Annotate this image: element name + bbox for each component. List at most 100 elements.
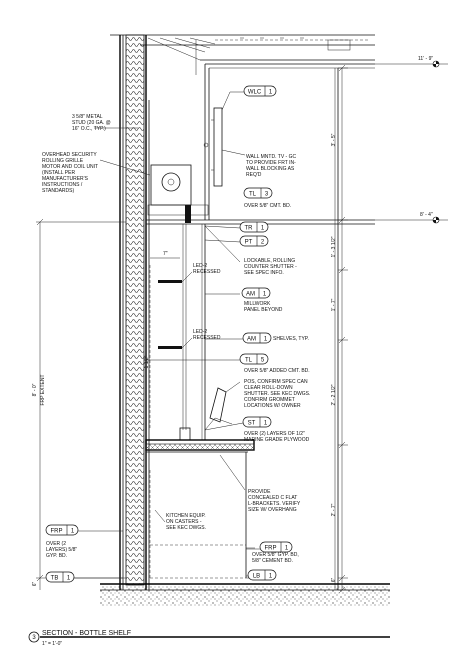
tag-frp-left: FRP 1 bbox=[45, 524, 79, 536]
note-line: MILLWORK bbox=[244, 301, 271, 307]
note-line: OVER 5/8" ADDED CMT. BD. bbox=[244, 368, 310, 374]
pos-counter bbox=[145, 387, 255, 578]
note-line: OVERHEAD SECURITY bbox=[42, 152, 97, 158]
tag-number: 1 bbox=[261, 226, 265, 232]
tag-outline bbox=[259, 541, 293, 553]
note-line: SEE SPEC INFO. bbox=[244, 270, 284, 276]
elevation-mid: 8' - 4" bbox=[375, 212, 448, 224]
note-line: OVER (2) LAYERS OF 1/2" bbox=[244, 431, 305, 437]
dimension-right: 3' - 5" 1' - 3 1/2" 1' - 7" 2' - 2 1/2" … bbox=[331, 64, 348, 594]
grille-motor bbox=[147, 164, 209, 223]
tag-outline bbox=[243, 85, 277, 97]
exterior-wall bbox=[119, 34, 150, 590]
tag-number: 1 bbox=[263, 292, 267, 298]
tag-code: FRP bbox=[51, 529, 63, 535]
tag-code: PT bbox=[245, 240, 253, 246]
note-cement: OVER 5/8" CMT. BD. bbox=[244, 203, 291, 209]
elevation-top-label: 11' - 9" bbox=[418, 56, 433, 62]
dim-d1: 3' - 5" bbox=[331, 133, 337, 146]
note-line: RECESSED bbox=[193, 269, 221, 275]
elevation-top: 11' - 9" bbox=[375, 56, 448, 68]
tag-code: AM bbox=[247, 337, 256, 343]
tag-outline bbox=[45, 571, 75, 583]
note-line: (INSTALL PER bbox=[42, 170, 75, 176]
tag-outline bbox=[45, 524, 79, 536]
note-shelves: SHELVES, TYP. bbox=[273, 336, 309, 342]
note-line: CONFIRM GROMMET bbox=[244, 397, 295, 403]
note-line: WALL MNTD. TV - GC bbox=[246, 154, 296, 160]
note-line: GYP. BD. bbox=[46, 553, 67, 559]
dim-seven: 7" bbox=[163, 251, 168, 257]
note-line: LOCKABLE, ROLLING bbox=[244, 258, 295, 264]
tag-code: TL bbox=[245, 358, 253, 364]
tag-number: 1 bbox=[264, 421, 268, 427]
leaders bbox=[70, 91, 260, 579]
note-line: PANEL BEYOND bbox=[244, 307, 283, 313]
tag-number: 1 bbox=[71, 529, 75, 535]
tag-outline bbox=[247, 569, 277, 581]
dim-tick bbox=[338, 574, 348, 582]
tag-code: WLC bbox=[248, 90, 262, 96]
note-line: OVER (2 bbox=[46, 541, 66, 547]
tag-number: 1 bbox=[269, 574, 273, 580]
title-number: 3 bbox=[32, 635, 36, 641]
note-line: L-BRACKETS. VERIFY bbox=[248, 501, 301, 507]
note-line: WALL BLOCKING AS bbox=[246, 166, 295, 172]
note-line: LED-2 bbox=[193, 263, 207, 269]
note-line: RECESSED bbox=[193, 335, 221, 341]
note-line: SHELVES, TYP. bbox=[273, 336, 309, 342]
note-kitchen: KITCHEN EQUIP.ON CASTERS -SEE KEC DWGS. bbox=[166, 513, 206, 531]
tag-outline bbox=[242, 332, 272, 344]
note-added: OVER 5/8" ADDED CMT. BD. bbox=[244, 368, 310, 374]
tag-tr-1: TR 1 bbox=[239, 221, 269, 233]
dim-base: 6" bbox=[32, 582, 38, 587]
tag-outline bbox=[242, 416, 272, 428]
note-line: ROLLING GRILLE bbox=[42, 158, 84, 164]
note-line: CONCEALED C FLAT bbox=[248, 495, 297, 501]
right-wall bbox=[334, 68, 339, 590]
note-line: SIZE W/ OVERHANG bbox=[248, 507, 297, 513]
title-block: 3 SECTION - BOTTLE SHELF 1" = 1'-0" bbox=[28, 630, 390, 647]
title-scale: 1" = 1'-0" bbox=[42, 641, 62, 647]
dim-d5: 2' - 7" bbox=[331, 503, 337, 516]
note-line: INSTRUCTIONS / bbox=[42, 182, 83, 188]
tag-frp-right: FRP 1 bbox=[259, 541, 293, 553]
note-line: 3 5/8" METAL bbox=[72, 114, 103, 120]
title-name: SECTION - BOTTLE SHELF bbox=[42, 630, 131, 637]
dim-tick bbox=[338, 586, 348, 594]
dim-d2: 1' - 3 1/2" bbox=[331, 236, 337, 257]
note-line: STANDARDS) bbox=[42, 188, 74, 194]
elevation-mid-label: 8' - 4" bbox=[420, 212, 433, 218]
note-frp-right: OVER 5/8" GYP. BD,5/8" CEMENT BD. bbox=[252, 552, 299, 564]
dim-d6: 6" bbox=[331, 578, 337, 583]
note-line: KITCHEN EQUIP. bbox=[166, 513, 206, 519]
tag-outline bbox=[243, 187, 273, 199]
dim-tick bbox=[338, 336, 348, 344]
tag-number: 1 bbox=[285, 546, 289, 552]
dim-one-half: 1 1/2" bbox=[144, 355, 150, 368]
dim-frp-extent: FRP EXTENT bbox=[40, 374, 46, 405]
note-line: REQ'D bbox=[246, 172, 262, 178]
note-line: MARINE GRADE PLYWOOD bbox=[244, 437, 310, 443]
tag-code: TB bbox=[51, 576, 59, 582]
tag-code: TR bbox=[245, 226, 254, 232]
note-line: MOTOR AND COIL UNIT bbox=[42, 164, 98, 170]
floor-slab bbox=[100, 577, 390, 606]
note-line: PROVIDE bbox=[248, 489, 271, 495]
note-line: OVER 5/8" GYP. BD, bbox=[252, 552, 299, 558]
tag-code: FRP bbox=[265, 546, 277, 552]
note-line: 16" O.C., TYP.) bbox=[72, 126, 106, 132]
